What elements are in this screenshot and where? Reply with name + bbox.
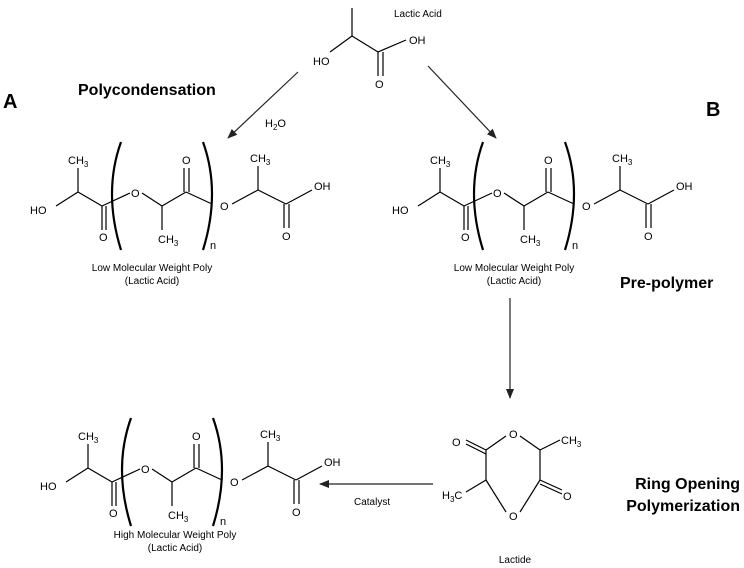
carbonyl-o-label: O: [282, 231, 291, 243]
repeat-n-label: n: [210, 240, 216, 252]
carboxyl-oh-label: OH: [314, 181, 331, 193]
carbonyl-o-label: O: [182, 155, 191, 167]
ester-o-label: O: [131, 188, 140, 200]
ch3-label: CH3: [250, 153, 271, 167]
ch3-label: CH3: [612, 153, 633, 167]
ring-o-label: O: [509, 429, 518, 441]
repeat-open-paren: [472, 141, 485, 251]
ch3-label: CH3: [168, 510, 189, 524]
carboxyl-oh-label: OH: [409, 35, 426, 47]
prepolymer-arrow: [427, 65, 497, 139]
carbonyl-o-label: O: [544, 155, 553, 167]
high-mw-caption-line2: (Lactic Acid): [148, 543, 202, 554]
route-b-label: B: [706, 99, 720, 121]
ester-o-label: O: [141, 464, 150, 476]
lactic-acid-structure: HO OH O: [313, 8, 426, 91]
ch3-label: CH3: [78, 431, 99, 445]
hydroxyl-label: HO: [313, 56, 330, 68]
ring-o-label: O: [509, 511, 518, 523]
repeat-open-paren: [120, 417, 133, 527]
ring-opening-label-line2: Polymerization: [626, 498, 740, 515]
ester-o-label: O: [220, 201, 229, 213]
carboxyl-oh-label: OH: [676, 181, 693, 193]
ch3-label: CH3: [561, 435, 582, 449]
carbonyl-o-label: O: [644, 231, 653, 243]
repeat-n-label: n: [220, 516, 226, 528]
repeat-close-paren: [201, 141, 214, 251]
ester-o-label: O: [582, 201, 591, 213]
carbonyl-o-label: O: [109, 508, 118, 520]
low-mw-polymer-a-structure: CH3 HO O O CH3 O n O CH3 OH O: [30, 141, 331, 252]
low-mw-b-caption-line1: Low Molecular Weight Poly: [454, 263, 574, 274]
high-mw-caption-line1: High Molecular Weight Poly: [114, 530, 237, 541]
ch3-label: CH3: [260, 429, 281, 443]
water-label: H2O: [265, 118, 286, 132]
repeat-n-label: n: [572, 240, 578, 252]
repeat-close-paren: [211, 417, 224, 527]
lactide-label: Lactide: [499, 555, 532, 566]
carbonyl-o-label: O: [375, 79, 384, 91]
low-mw-polymer-b-structure: CH3 HO O O CH3 O n O CH3 OH O: [392, 141, 693, 252]
repeat-close-paren: [563, 141, 576, 251]
h3c-label: H3C: [442, 490, 462, 504]
low-mw-b-caption-line2: (Lactic Acid): [487, 276, 541, 287]
prepolymer-label: Pre-polymer: [620, 275, 713, 292]
lactide-carbonyl-o-label: O: [452, 437, 461, 449]
catalyst-label: Catalyst: [354, 497, 390, 508]
ch3-label: CH3: [430, 155, 451, 169]
polycondensation-arrow: [227, 71, 299, 139]
carboxyl-oh-label: OH: [324, 457, 341, 469]
ch3-label: CH3: [68, 155, 89, 169]
lactide-carbonyl-o-label: O: [563, 491, 572, 503]
carbonyl-o-label: O: [292, 507, 301, 519]
lactide-structure: O O O CH3 H3C O: [442, 429, 582, 523]
ring-opening-label-line1: Ring Opening: [635, 476, 740, 493]
lactic-acid-label: Lactic Acid: [394, 9, 442, 20]
high-mw-polymer-structure: CH3 HO O O CH3 O n O CH3 OH O: [40, 417, 341, 528]
ch3-label: CH3: [158, 234, 179, 248]
route-a-label: A: [3, 91, 17, 113]
low-mw-a-caption-line2: (Lactic Acid): [125, 276, 179, 287]
carbonyl-o-label: O: [461, 232, 470, 244]
ester-o-label: O: [493, 188, 502, 200]
ester-o-label: O: [230, 477, 239, 489]
repeat-open-paren: [110, 141, 123, 251]
ch3-label: CH3: [520, 234, 541, 248]
hydroxyl-label: HO: [392, 205, 409, 217]
carbonyl-o-label: O: [192, 431, 201, 443]
carbonyl-o-label: O: [99, 232, 108, 244]
polycondensation-label: Polycondensation: [78, 82, 216, 99]
hydroxyl-label: HO: [40, 481, 57, 493]
low-mw-a-caption-line1: Low Molecular Weight Poly: [92, 263, 212, 274]
hydroxyl-label: HO: [30, 205, 47, 217]
